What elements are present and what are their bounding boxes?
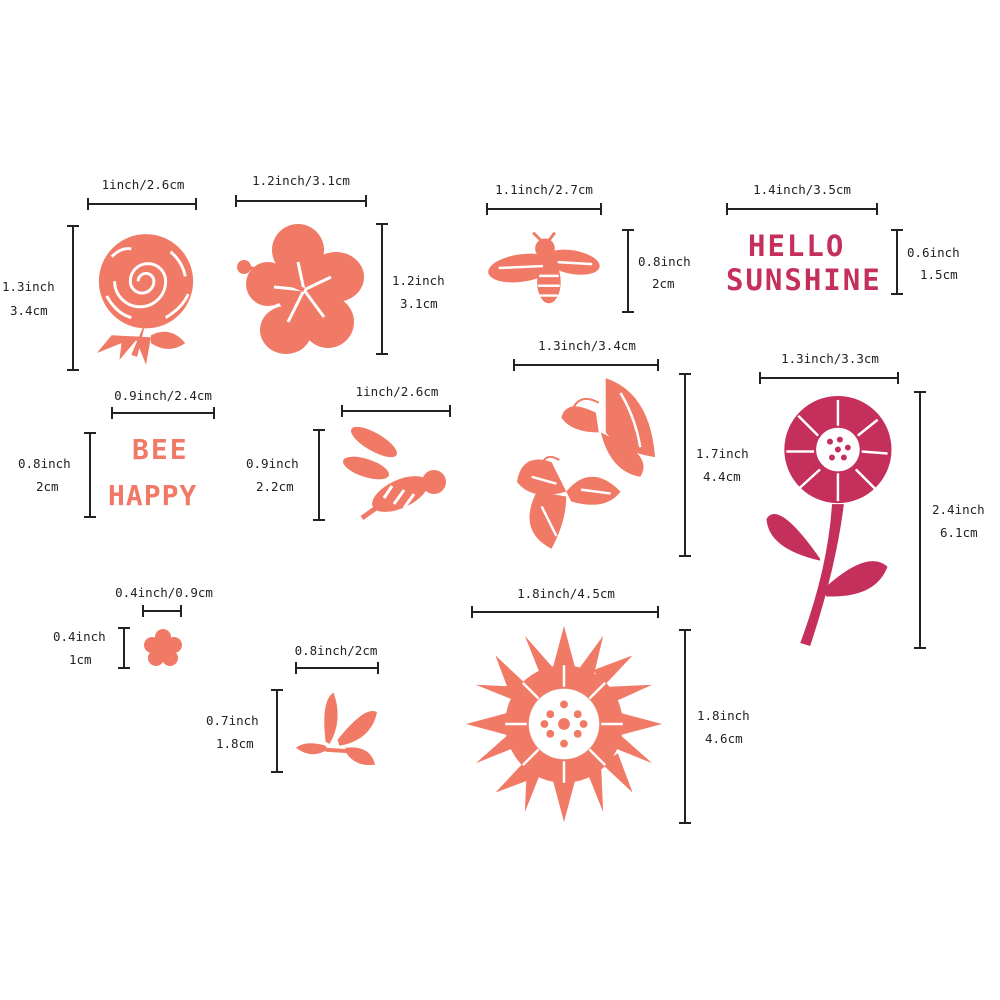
sunflower-stem-height-dimension-line <box>914 391 926 649</box>
tiny-flower-width-dimension-line <box>142 605 182 617</box>
sunflower-large-height-cm-label: 4.6cm <box>705 731 743 746</box>
sunflower-large-height-dimension-line <box>679 629 691 824</box>
bee-large-height-inch-label: 0.9inch <box>246 456 299 471</box>
rose-width-dimension-line <box>87 198 197 210</box>
bee-small-height-dimension-line <box>622 229 634 313</box>
hibiscus-height-inch-label: 1.2inch <box>392 273 445 288</box>
hello-sunshine-width-dimension-line <box>726 203 878 215</box>
sunflower-stem-width-label: 1.3inch/3.3cm <box>781 351 879 366</box>
sunflower-stem-height-inch-label: 2.4inch <box>932 502 985 517</box>
sunflower-stem-width-dimension-line <box>759 372 899 384</box>
tiny-flower-width-label: 0.4inch/0.9cm <box>115 585 213 600</box>
bee-small-height-inch-label: 0.8inch <box>638 254 691 269</box>
hibiscus-width-label: 1.2inch/3.1cm <box>252 173 350 188</box>
bee-happy-height-cm-label: 2cm <box>36 479 59 494</box>
butterflies-height-dimension-line <box>679 373 691 557</box>
bee-happy-width-label: 0.9inch/2.4cm <box>114 388 212 403</box>
sunflower-large-stencil-image <box>466 626 662 822</box>
bee-small-width-label: 1.1inch/2.7cm <box>495 182 593 197</box>
hello-sunshine-height-dimension-line <box>891 229 903 295</box>
hibiscus-width-dimension-line <box>235 195 367 207</box>
bee-happy-line1-text: BEE <box>132 433 189 466</box>
leaves-height-inch-label: 0.7inch <box>206 713 259 728</box>
leaves-height-dimension-line <box>271 689 283 773</box>
butterflies-height-inch-label: 1.7inch <box>696 446 749 461</box>
tiny-flower-height-cm-label: 1cm <box>69 652 92 667</box>
hibiscus-stencil-image <box>237 224 364 354</box>
leaves-width-label: 0.8inch/2cm <box>294 643 378 658</box>
sunflower-stem-stencil-image <box>766 395 892 647</box>
hello-sunshine-line1-text: HELLO <box>748 229 846 263</box>
leaves-height-cm-label: 1.8cm <box>216 736 254 751</box>
bee-large-height-dimension-line <box>313 429 325 521</box>
rose-width-label: 1inch/2.6cm <box>101 177 185 192</box>
sunflower-stem-height-cm-label: 6.1cm <box>940 525 978 540</box>
hello-sunshine-line2-text: SUNSHINE <box>726 263 882 297</box>
butterflies-height-cm-label: 4.4cm <box>703 469 741 484</box>
leaves-stencil-image <box>296 692 378 766</box>
bee-small-width-dimension-line <box>486 203 602 215</box>
bee-large-width-dimension-line <box>341 405 451 417</box>
hibiscus-height-dimension-line <box>376 223 388 355</box>
bee-large-width-label: 1inch/2.6cm <box>355 384 439 399</box>
bee-large-stencil-image <box>343 426 446 521</box>
sunflower-large-height-inch-label: 1.8inch <box>697 708 750 723</box>
hibiscus-height-cm-label: 3.1cm <box>400 296 438 311</box>
leaves-width-dimension-line <box>295 662 379 674</box>
rose-height-dimension-line <box>67 225 79 371</box>
bee-large-height-cm-label: 2.2cm <box>256 479 294 494</box>
bee-happy-height-dimension-line <box>84 432 96 518</box>
sunflower-large-width-label: 1.8inch/4.5cm <box>517 586 615 601</box>
hello-sunshine-height-cm-label: 1.5cm <box>920 267 958 282</box>
bee-happy-width-dimension-line <box>111 407 215 419</box>
butterflies-width-label: 1.3inch/3.4cm <box>538 338 636 353</box>
hello-sunshine-height-inch-label: 0.6inch <box>907 245 960 260</box>
rose-height-cm-label: 3.4cm <box>10 303 48 318</box>
butterflies-width-dimension-line <box>513 359 659 371</box>
bee-small-stencil-image <box>488 231 600 304</box>
bee-happy-height-inch-label: 0.8inch <box>18 456 71 471</box>
tiny-flower-stencil-image <box>144 629 182 666</box>
butterflies-stencil-image <box>516 378 656 549</box>
rose-height-inch-label: 1.3inch <box>2 279 55 294</box>
hello-sunshine-width-label: 1.4inch/3.5cm <box>753 182 851 197</box>
sunflower-large-width-dimension-line <box>471 606 659 618</box>
tiny-flower-height-dimension-line <box>118 627 130 669</box>
bee-small-height-cm-label: 2cm <box>652 276 675 291</box>
rose-stencil-image <box>96 234 194 365</box>
bee-happy-line2-text: HAPPY <box>108 479 198 512</box>
tiny-flower-height-inch-label: 0.4inch <box>53 629 106 644</box>
